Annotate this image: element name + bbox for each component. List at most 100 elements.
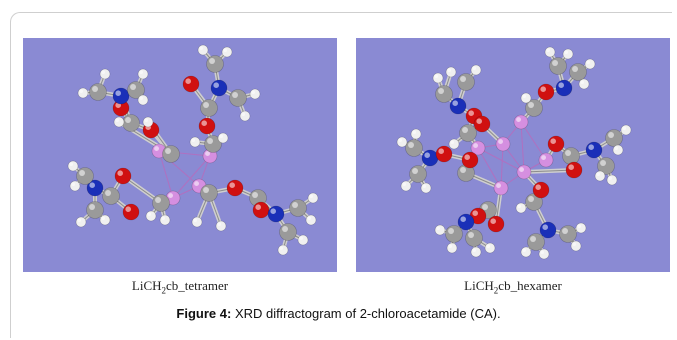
carbon-atom-highlight bbox=[79, 170, 85, 176]
nitrogen-atom-highlight bbox=[452, 100, 458, 106]
hydrogen-atom bbox=[221, 46, 233, 58]
oxygen-atom-highlight bbox=[490, 218, 496, 224]
hydrogen-atom-highlight bbox=[436, 226, 440, 230]
oxygen-atom bbox=[461, 151, 479, 169]
hydrogen-atom bbox=[544, 46, 556, 58]
carbon-atom bbox=[405, 139, 423, 157]
tetramer-molecule-svg bbox=[67, 44, 319, 256]
hydrogen-atom-highlight bbox=[608, 176, 612, 180]
lithium-atom-highlight bbox=[498, 139, 503, 144]
oxygen-atom-highlight bbox=[229, 182, 235, 188]
oxygen-atom-highlight bbox=[117, 170, 123, 176]
hydrogen-atom-highlight bbox=[217, 222, 221, 226]
hydrogen-atom bbox=[575, 222, 587, 234]
hydrogen-atom-highlight bbox=[251, 90, 255, 94]
lithium-atom-highlight bbox=[154, 146, 159, 151]
hydrogen-atom-highlight bbox=[448, 244, 452, 248]
hydrogen-atom bbox=[99, 214, 111, 226]
hydrogen-atom bbox=[562, 48, 574, 60]
oxygen-atom-highlight bbox=[550, 138, 556, 144]
carbon-atom-highlight bbox=[565, 150, 571, 156]
carbon-atom-highlight bbox=[92, 86, 98, 92]
hydrogen-atom bbox=[189, 136, 201, 148]
lithium-atom-highlight bbox=[168, 193, 173, 198]
oxygen-atom bbox=[532, 181, 550, 199]
lithium-atom bbox=[516, 164, 532, 180]
li-li-contact bbox=[172, 155, 211, 199]
carbon-atom-highlight bbox=[89, 204, 95, 210]
hydrogen-atom-highlight bbox=[546, 48, 550, 52]
nitrogen-atom-highlight bbox=[558, 82, 564, 88]
hydrogen-atom-highlight bbox=[564, 50, 568, 54]
oxygen-atom-highlight bbox=[185, 78, 191, 84]
carbon-atom-highlight bbox=[552, 60, 558, 66]
hydrogen-atom-highlight bbox=[147, 212, 151, 216]
carbon-atom bbox=[457, 73, 475, 91]
carbon-atom bbox=[569, 63, 587, 81]
carbon-atom-highlight bbox=[165, 148, 171, 154]
hydrogen-atom bbox=[445, 66, 457, 78]
oxygen-atom-highlight bbox=[476, 118, 482, 124]
bond-edge bbox=[523, 169, 575, 173]
hydrogen-atom-highlight bbox=[309, 194, 313, 198]
carbon-atom-highlight bbox=[207, 138, 213, 144]
hydrogen-atom bbox=[297, 234, 309, 246]
hydrogen-atom-highlight bbox=[580, 80, 584, 84]
carbon-atom-highlight bbox=[572, 66, 578, 72]
hydrogen-atom-highlight bbox=[161, 216, 165, 220]
hydrogen-atom bbox=[307, 192, 319, 204]
oxygen-atom-highlight bbox=[201, 120, 207, 126]
hydrogen-atom-highlight bbox=[577, 224, 581, 228]
molecule-image-hexamer bbox=[356, 38, 670, 272]
lithium-atom bbox=[538, 152, 554, 168]
nitrogen-atom-highlight bbox=[89, 182, 95, 188]
hydrogen-atom-highlight bbox=[422, 184, 426, 188]
carbon-atom bbox=[122, 114, 140, 132]
hydrogen-atom bbox=[578, 78, 590, 90]
hydrogen-atom-highlight bbox=[144, 118, 148, 122]
hydrogen-atom-highlight bbox=[71, 182, 75, 186]
hydrogen-atom bbox=[142, 116, 154, 128]
hydrogen-atom bbox=[249, 88, 261, 100]
carbon-atom-highlight bbox=[105, 190, 111, 196]
carbon-atom bbox=[459, 124, 477, 142]
carbon-atom bbox=[559, 225, 577, 243]
caption-text: XRD diffractogram of 2-chloroacetamide (… bbox=[231, 306, 501, 321]
hydrogen-atom bbox=[606, 174, 618, 186]
carbon-atom-highlight bbox=[203, 102, 209, 108]
carbon-atom-highlight bbox=[292, 202, 298, 208]
carbon-atom-highlight bbox=[155, 197, 161, 203]
hydrogen-atom-highlight bbox=[69, 162, 73, 166]
carbon-atom-highlight bbox=[528, 102, 534, 108]
hydrogen-atom bbox=[67, 160, 79, 172]
hydrogen-atom-highlight bbox=[101, 216, 105, 220]
oxygen-atom bbox=[198, 117, 216, 135]
lithium-atom-highlight bbox=[496, 183, 501, 188]
hydrogen-atom-highlight bbox=[586, 60, 590, 64]
carbon-atom bbox=[562, 147, 580, 165]
carbon-atom-highlight bbox=[608, 132, 614, 138]
carbon-atom-highlight bbox=[125, 117, 131, 123]
hydrogen-atom bbox=[113, 116, 125, 128]
hydrogen-atom bbox=[77, 87, 89, 99]
hydrogen-atom-highlight bbox=[219, 134, 223, 138]
li-li-contact bbox=[520, 121, 547, 161]
hydrogen-atom-highlight bbox=[115, 118, 119, 122]
hydrogen-atom bbox=[520, 246, 532, 258]
oxygen-atom-highlight bbox=[535, 184, 541, 190]
hydrogen-atom bbox=[69, 180, 81, 192]
hydrogen-atom bbox=[470, 64, 482, 76]
hydrogen-atom bbox=[239, 110, 251, 122]
hydrogen-atom bbox=[277, 244, 289, 256]
hydrogen-atom-highlight bbox=[572, 242, 576, 246]
hydrogen-atom-highlight bbox=[307, 216, 311, 220]
li-li-contact bbox=[500, 143, 504, 189]
nitrogen-atom-highlight bbox=[588, 144, 594, 150]
hydrogen-atom bbox=[484, 242, 496, 254]
carbon-atom bbox=[445, 225, 463, 243]
lithium-atom-highlight bbox=[519, 167, 524, 172]
hydrogen-atom-highlight bbox=[412, 130, 416, 134]
carbon-atom bbox=[465, 229, 483, 247]
nitrogen-atom-highlight bbox=[213, 82, 219, 88]
nitrogen-atom bbox=[421, 149, 439, 167]
